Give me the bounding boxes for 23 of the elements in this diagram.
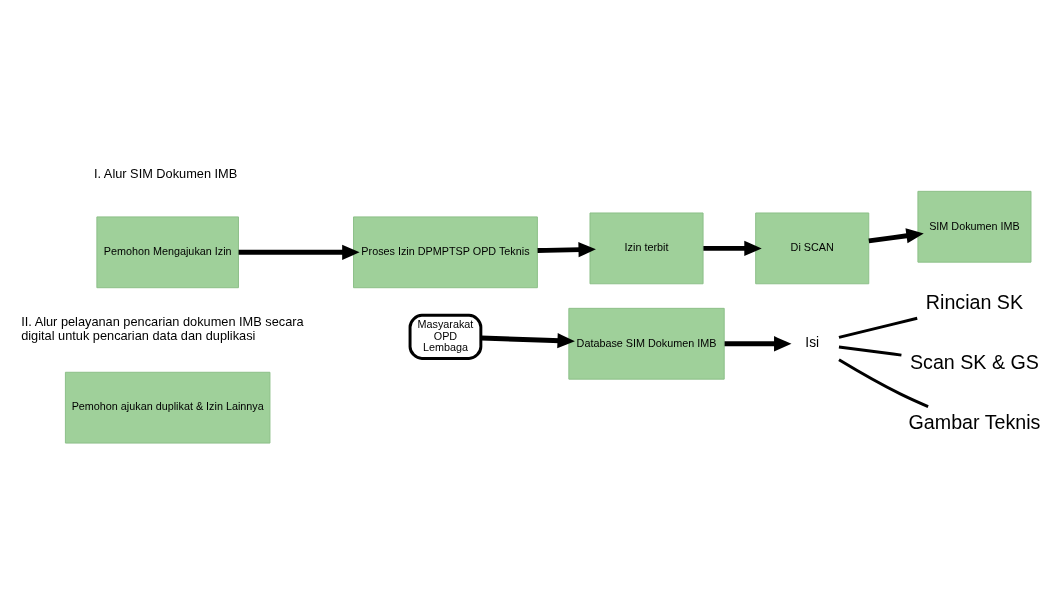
arrow [481,333,575,349]
arrow [703,240,762,256]
arrow [537,242,596,258]
node-box: Pemohon ajukan duplikat & Izin Lainnya [64,371,271,444]
connector [838,316,918,339]
node-box: Proses Izin DPMPTSP OPD Teknis [353,216,538,289]
label: I. Alur SIM Dokumen IMB [93,165,238,181]
node-box: SIM Dokumen IMB [917,190,1032,263]
node-box: Di SCAN [755,212,870,285]
arrow [238,244,360,260]
node-text: Gambar Teknis [908,411,1041,434]
node-box: Database SIM Dokumen IMB [568,307,725,380]
node-text: Scan SK & GS [910,351,1039,374]
node-text: Isi [805,335,820,351]
node-text: Rincian SK [925,291,1024,314]
arrow [868,228,924,244]
label: II. Alur pelayanan pencarian dokumen IMB secara digital untuk pencarian data dan duplikasi [21,314,304,344]
node-box: Izin terbit [589,212,704,285]
connector [838,345,902,357]
node-box: Pemohon Mengajukan Izin [96,216,239,289]
arrow [724,336,792,352]
node-box: Masyarakat OPD Lembaga [408,313,483,360]
connector [838,358,929,408]
